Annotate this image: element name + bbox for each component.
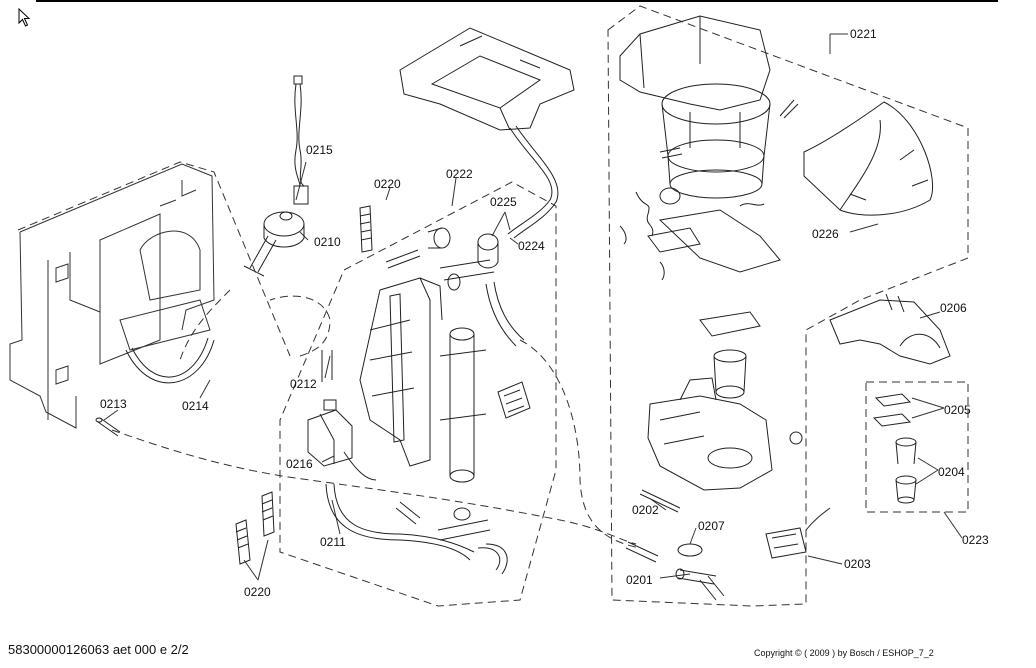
mouse-cursor-icon — [18, 8, 31, 27]
pin-small-1 — [659, 147, 683, 159]
part-0207-disc — [677, 543, 703, 557]
label-0214: 0214 — [182, 399, 209, 413]
part-0211-hose — [325, 483, 475, 561]
part-0220-fitting-top — [359, 205, 373, 253]
part-0204-cylinder — [895, 437, 917, 504]
label-0204: 0204 — [938, 465, 965, 479]
label-0220-bottom: 0220 — [244, 585, 271, 599]
label-0202: 0202 — [632, 503, 659, 517]
label-0206: 0206 — [940, 301, 967, 315]
label-0212: 0212 — [290, 377, 317, 391]
copyright-notice: Copyright © ( 2009 ) by Bosch / ESHOP_7_… — [754, 648, 934, 658]
part-0216-pump — [307, 399, 377, 481]
top-rule — [36, 0, 998, 2]
label-0223: 0223 — [962, 533, 989, 547]
part-0212-tube — [321, 350, 333, 382]
group-0221-boundary — [607, 5, 969, 607]
part-0221-springs-levers — [619, 187, 781, 281]
part-0222-hose-short — [485, 281, 525, 347]
label-0224: 0224 — [518, 239, 545, 253]
hose-route-right — [519, 339, 641, 549]
part-0205-linkages — [872, 393, 912, 427]
part-0225-valves — [439, 233, 499, 291]
label-0201: 0201 — [626, 573, 653, 587]
label-0210: 0210 — [314, 235, 341, 249]
part-0214-hose — [125, 337, 215, 384]
pin-small-2 — [779, 99, 799, 119]
label-0226: 0226 — [812, 227, 839, 241]
part-0222-terminal — [497, 381, 531, 419]
part-0202-rod — [639, 489, 681, 513]
hose-route-left — [179, 289, 231, 361]
part-0224-tube — [507, 125, 559, 239]
part-0206-lever — [829, 293, 951, 365]
chassis-boundary — [17, 161, 291, 357]
part-0222-heater — [439, 327, 487, 483]
part-0215-cable — [293, 75, 309, 205]
label-0211: 0211 — [320, 535, 346, 549]
part-0210-sensor — [243, 211, 305, 277]
label-0213: 0213 — [100, 397, 127, 411]
part-0203-switch — [765, 507, 831, 559]
hose-route-upper — [269, 295, 331, 357]
document-id: 58300000126063 aet 000 e 2/2 — [8, 642, 189, 657]
label-0222: 0222 — [446, 167, 473, 181]
label-0220-top: 0220 — [374, 177, 401, 191]
label-0205: 0205 — [944, 403, 971, 417]
label-0225: 0225 — [490, 195, 517, 209]
label-0215: 0215 — [306, 143, 333, 157]
group-0222-boundary — [279, 181, 557, 607]
label-0221: 0221 — [850, 27, 877, 41]
part-0222-nipples — [385, 227, 451, 269]
part-0222-lower-valve — [395, 501, 508, 575]
top-water-tray — [399, 27, 575, 131]
part-0220-fittings-bottom — [235, 491, 275, 565]
label-0207: 0207 — [698, 519, 725, 533]
label-0216: 0216 — [286, 457, 313, 471]
label-0203: 0203 — [844, 557, 871, 571]
part-0213-tube — [97, 417, 121, 437]
part-0221-lower-housing — [647, 377, 803, 491]
part-0201-valve — [625, 541, 725, 601]
part-0222-bracket — [359, 277, 443, 467]
part-0221-gear-plate — [699, 311, 761, 399]
hose-route-lower — [111, 429, 637, 545]
part-0221-brew-unit-top — [619, 15, 771, 199]
chassis-frame — [9, 163, 215, 429]
part-0226-shroud — [803, 101, 934, 216]
group-0223-boundary — [865, 381, 969, 513]
